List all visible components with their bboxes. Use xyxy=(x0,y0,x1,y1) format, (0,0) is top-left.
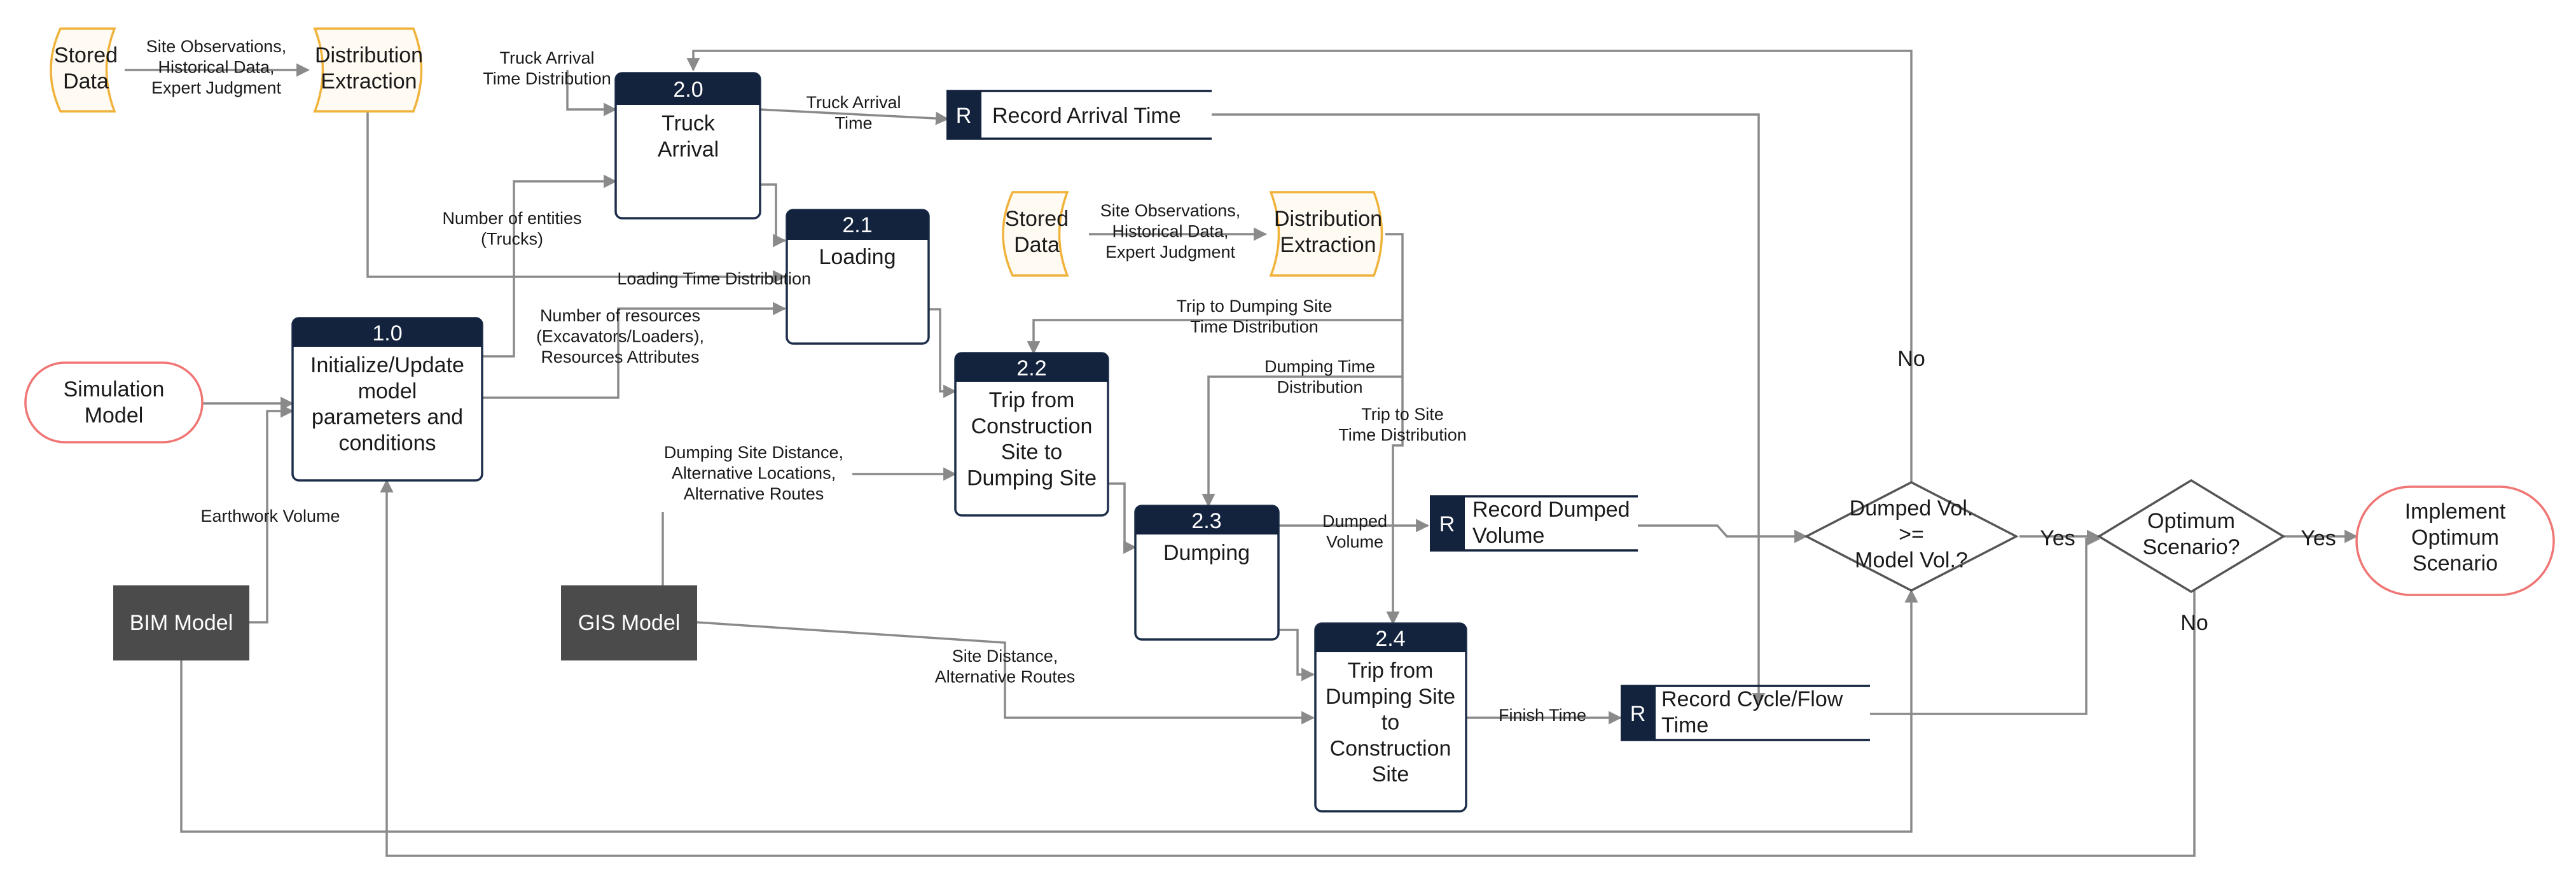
decision-dumped-volume: Dumped Vol.>=Model Vol.? xyxy=(1804,481,2019,592)
process-2-1-loading: 2.1 Loading xyxy=(786,209,930,345)
record-arrival-time: R Record Arrival Time xyxy=(946,90,1212,140)
record-arrival-r: R xyxy=(956,104,972,128)
decision-2-yes-label: Yes xyxy=(2301,526,2336,550)
decision-1-yes-label: Yes xyxy=(2040,526,2075,550)
process-2-2-number: 2.2 xyxy=(1016,356,1046,381)
site-observations-1: Site Observations,Historical Data,Expert… xyxy=(146,37,287,97)
record-arrival-label: Record Arrival Time xyxy=(992,104,1181,128)
bim-model-label: BIM Model xyxy=(130,611,233,635)
process-2-3-title: Dumping xyxy=(1163,541,1250,565)
gis-model-label: GIS Model xyxy=(578,611,681,635)
process-2-3-dumping: 2.3 Dumping xyxy=(1134,505,1280,641)
bim-model: BIM Model xyxy=(113,585,249,660)
loading-time-distribution-label: Loading Time Distribution xyxy=(617,269,811,288)
number-of-entities-label: Number of entities(Trucks) xyxy=(442,209,581,248)
process-2-0-number: 2.0 xyxy=(673,78,703,102)
record-cycle-r: R xyxy=(1630,702,1646,726)
decision-2-no-label: No xyxy=(2180,611,2208,635)
process-2-1-number: 2.1 xyxy=(842,213,872,237)
gis-model: GIS Model xyxy=(561,585,697,660)
finish-time-label: Finish Time xyxy=(1499,706,1586,725)
process-2-1-title: Loading xyxy=(819,245,896,269)
site-observations-2: Site Observations,Historical Data,Expert… xyxy=(1100,201,1241,262)
number-of-resources-label: Number of resources(Excavators/Loaders),… xyxy=(536,306,704,367)
dumping-site-info-label: Dumping Site Distance,Alternative Locati… xyxy=(664,443,843,503)
site-distance-label: Site Distance,Alternative Routes xyxy=(935,646,1076,686)
decision-1-label: Dumped Vol.>=Model Vol.? xyxy=(1850,496,1974,573)
process-1-0-number: 1.0 xyxy=(372,321,402,346)
process-2-4-number: 2.4 xyxy=(1375,627,1405,651)
record-dumped-r: R xyxy=(1439,512,1455,536)
decision-1-no-label: No xyxy=(1897,347,1925,371)
earthwork-volume-label: Earthwork Volume xyxy=(200,506,340,526)
process-2-3-number: 2.3 xyxy=(1191,509,1221,533)
edges xyxy=(125,50,2358,857)
